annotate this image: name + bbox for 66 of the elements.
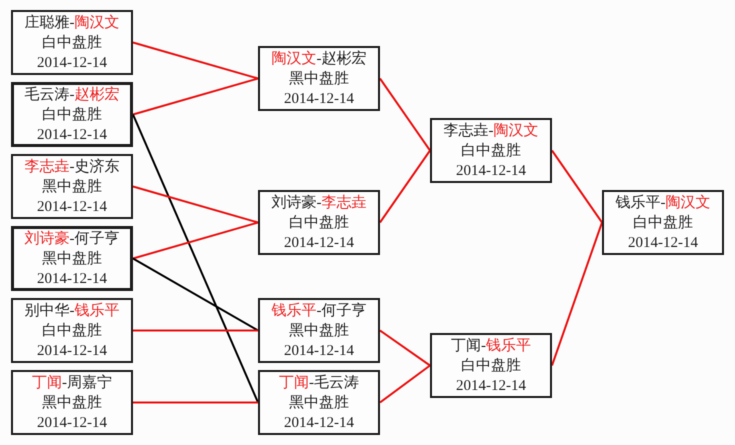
- match-players: 钱乐平-陶汉文: [616, 194, 710, 212]
- match-box: [258, 370, 380, 435]
- match-players: 丁闻-周嘉宁: [32, 373, 112, 392]
- match-date: 2014-12-14: [37, 270, 107, 288]
- match-result: 白中盘胜: [42, 106, 102, 124]
- match-result: 黑中盘胜: [42, 250, 102, 268]
- match-box: [258, 46, 380, 111]
- match-result: 白中盘胜: [461, 356, 521, 376]
- bracket-line: [379, 78, 431, 152]
- match-result: 黑中盘胜: [42, 394, 102, 412]
- bracket-line: [132, 258, 258, 332]
- match-box: [430, 118, 552, 183]
- match-result: 白中盘胜: [42, 322, 102, 340]
- match-date: 2014-12-14: [628, 234, 698, 252]
- match-players: 毛云涛-赵彬宏: [24, 85, 120, 104]
- match-players: 李志垚-史济东: [24, 157, 120, 176]
- match-date: 2014-12-14: [456, 162, 526, 180]
- match-players: 别中华-钱乐平: [24, 302, 120, 320]
- match-date: 2014-12-14: [37, 414, 107, 432]
- bracket-line: [551, 222, 603, 366]
- match-date: 2014-12-14: [456, 376, 526, 396]
- match-box: [430, 333, 552, 398]
- match-result: 黑中盘胜: [289, 322, 349, 340]
- bracket-line: [133, 330, 258, 332]
- bracket-line: [133, 402, 258, 404]
- bracket-line: [132, 186, 258, 224]
- match-date: 2014-12-14: [37, 126, 107, 144]
- match-box: [11, 82, 133, 147]
- match-box: [11, 370, 133, 435]
- match-result: 黑中盘胜: [42, 178, 102, 196]
- match-players: 庄聪雅-陶汉文: [24, 14, 120, 32]
- bracket-line: [132, 114, 259, 403]
- match-players: 刘诗豪-李志垚: [272, 193, 366, 212]
- match-box: [258, 298, 380, 363]
- match-date: 2014-12-14: [284, 414, 354, 432]
- bracket-line: [551, 150, 603, 224]
- match-players: 陶汉文-赵彬宏: [272, 49, 366, 68]
- match-players: 李志垚-陶汉文: [444, 122, 538, 140]
- bracket-line: [132, 42, 258, 80]
- match-result: 白中盘胜: [289, 214, 349, 232]
- match-result: 白中盘胜: [461, 142, 521, 160]
- match-box: [11, 10, 133, 75]
- match-result: 黑中盘胜: [289, 70, 349, 88]
- match-players: 丁闻-毛云涛: [279, 374, 359, 392]
- match-date: 2014-12-14: [284, 234, 354, 252]
- match-box: [11, 226, 133, 291]
- match-date: 2014-12-14: [37, 198, 107, 216]
- match-box: [602, 190, 724, 255]
- match-date: 2014-12-14: [37, 54, 107, 72]
- bracket-line: [379, 364, 431, 404]
- match-box: [11, 298, 133, 363]
- match-result: 黑中盘胜: [289, 394, 349, 412]
- match-players: 钱乐平-何子亨: [272, 302, 366, 320]
- bracket-line: [132, 78, 258, 116]
- bracket-line: [379, 150, 431, 224]
- match-date: 2014-12-14: [37, 342, 107, 360]
- match-result: 白中盘胜: [42, 34, 102, 52]
- match-box: [258, 190, 380, 255]
- match-players: 刘诗豪-何子亨: [24, 229, 120, 248]
- match-date: 2014-12-14: [284, 90, 354, 108]
- match-players: 丁闻-钱乐平: [451, 336, 531, 356]
- match-result: 白中盘胜: [633, 214, 693, 232]
- bracket-line: [379, 330, 431, 366]
- match-box: [11, 154, 133, 219]
- bracket-line: [132, 222, 258, 260]
- match-date: 2014-12-14: [284, 342, 354, 360]
